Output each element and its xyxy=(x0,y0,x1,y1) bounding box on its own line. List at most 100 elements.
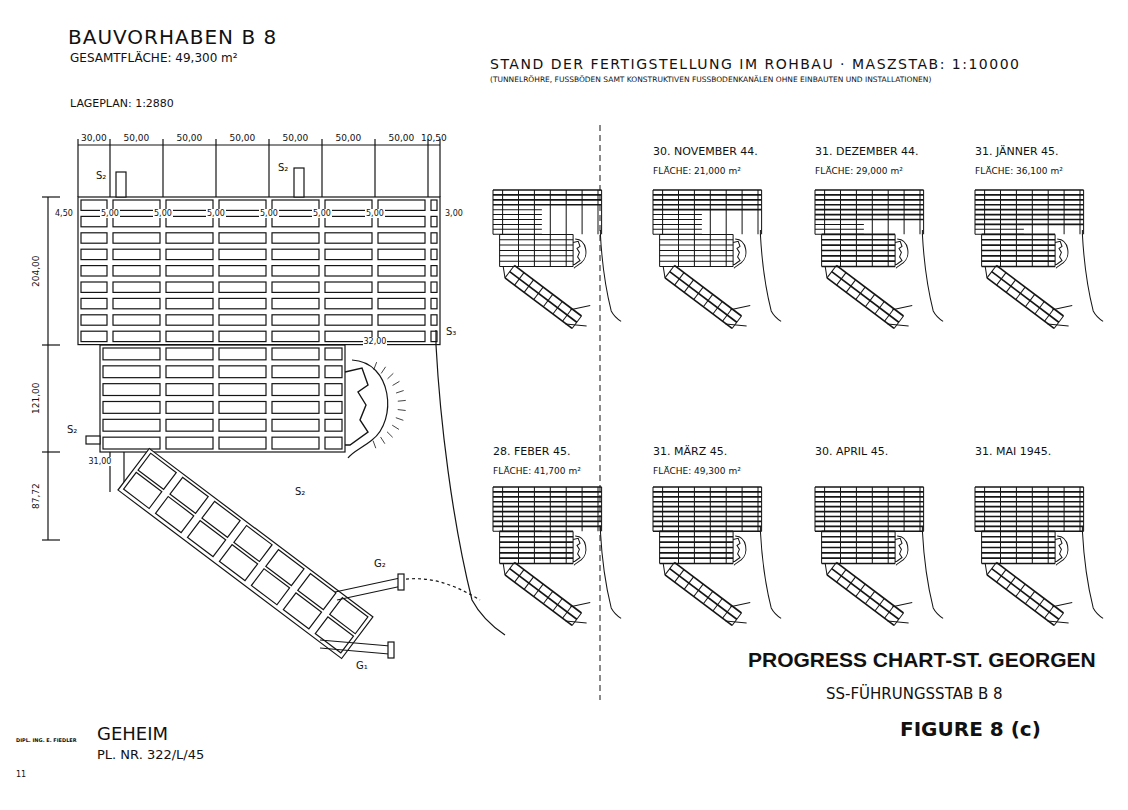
area-label: FLÄCHE: 41,700 m² xyxy=(493,466,581,476)
tunnel-line xyxy=(822,541,896,543)
tunnel-line xyxy=(684,280,693,292)
tunnel-line xyxy=(815,521,924,523)
tunnel-line xyxy=(660,250,734,251)
portal-marker: S₃ xyxy=(446,326,456,338)
rock-pillar xyxy=(166,233,213,243)
tunnel-line xyxy=(888,487,889,531)
tunnel-line xyxy=(904,487,905,531)
tunnel-line xyxy=(514,265,581,316)
tunnel-line xyxy=(510,569,577,620)
tunnel-line xyxy=(503,564,505,575)
dimension-tick xyxy=(42,451,60,452)
tunnel-line xyxy=(703,591,712,603)
tunnel-line xyxy=(815,214,924,216)
tunnel-line xyxy=(888,190,889,234)
tunnel-line xyxy=(660,557,734,559)
tunnel-line xyxy=(815,516,924,518)
tunnel-line xyxy=(582,190,583,234)
tunnel-line xyxy=(518,234,519,266)
tunnel-line xyxy=(1064,190,1065,234)
tunnel-line xyxy=(653,516,762,518)
portal-marker: S₂ xyxy=(67,424,77,436)
tunnel-line xyxy=(888,234,889,266)
date-label: 31. MAI 1945. xyxy=(975,446,1051,459)
tunnel-line xyxy=(892,306,912,310)
tunnel-line xyxy=(499,531,500,563)
cavern-outline xyxy=(895,538,902,561)
rock-pillar xyxy=(166,348,213,360)
tunnel-line xyxy=(492,190,493,234)
tunnel-line xyxy=(992,272,1059,323)
tunnel-line xyxy=(660,552,734,554)
tunnel-line xyxy=(653,189,762,191)
tunnel-line xyxy=(975,506,1084,508)
tunnel-line xyxy=(757,190,758,234)
tunnel-line xyxy=(840,234,841,266)
rock-pillar xyxy=(81,266,107,276)
tunnel-line xyxy=(827,278,894,329)
rock-pillar xyxy=(272,402,319,414)
cavern-outline xyxy=(1055,241,1062,264)
tunnel-line xyxy=(822,536,896,538)
tunnel-line xyxy=(982,541,1056,543)
tunnel-line xyxy=(895,531,896,563)
tunnel-line xyxy=(674,265,741,316)
tunnel-line xyxy=(684,577,693,589)
tunnel-line xyxy=(493,516,602,518)
tunnel-line xyxy=(1000,234,1001,266)
tunnel-line xyxy=(653,501,762,503)
tunnel-line xyxy=(500,261,574,262)
tunnel-line xyxy=(1016,234,1017,266)
dimension-tick xyxy=(215,139,216,197)
rock-pillar xyxy=(272,348,319,360)
tunnel-line xyxy=(653,530,762,532)
dimension-label: 50,00 xyxy=(230,133,256,143)
tunnel-line xyxy=(1035,599,1044,611)
railway-line xyxy=(436,330,505,635)
tunnel-line xyxy=(723,309,732,321)
progress-thumbnail xyxy=(653,190,781,328)
track-dashed xyxy=(400,579,480,600)
dimension-label: 5,00 xyxy=(206,209,226,218)
tunnel-line xyxy=(570,306,590,310)
stamp-text: DIPL. ING. E. FIEDLER xyxy=(16,738,77,744)
tunnel-line xyxy=(601,190,602,234)
tunnel-outline xyxy=(100,345,345,452)
tunnel-line xyxy=(653,526,762,528)
tunnel-line xyxy=(975,521,1084,523)
tunnel-line xyxy=(662,487,663,531)
portal-stub xyxy=(86,436,100,444)
tunnel-wall xyxy=(335,578,400,592)
tunnel-line xyxy=(987,562,996,574)
tunnel-line xyxy=(837,273,846,285)
tunnel-line xyxy=(652,487,653,531)
dimension-label: 10,50 xyxy=(421,133,447,143)
rock-pillar xyxy=(166,282,213,292)
tunnel-line xyxy=(515,570,524,582)
tunnel-line xyxy=(566,190,567,234)
rock-pillar xyxy=(272,233,319,243)
railway-line xyxy=(1082,230,1103,322)
railway-line xyxy=(760,230,781,322)
tunnel-line xyxy=(1000,487,1001,531)
chart-title: PROGRESS CHART-ST. GEORGEN xyxy=(748,648,1096,672)
dimension-label: 50,00 xyxy=(336,133,362,143)
cavern-outline xyxy=(573,241,580,264)
tunnel-line xyxy=(1083,487,1084,531)
tunnel-line xyxy=(815,194,924,196)
tunnel-line xyxy=(822,250,896,252)
tunnel-line xyxy=(975,224,1084,226)
tunnel-line xyxy=(1055,234,1056,266)
rock-pillar xyxy=(219,437,266,449)
tunnel-line xyxy=(827,575,894,626)
progress-thumbnail xyxy=(815,487,943,625)
separator-line xyxy=(600,125,601,700)
rock-pillar xyxy=(272,282,319,292)
tunnel-line xyxy=(543,294,552,306)
tunnel-line xyxy=(505,278,572,329)
tunnel-line xyxy=(659,234,660,266)
tunnel-line xyxy=(601,487,602,531)
tunnel-line xyxy=(846,280,855,292)
tunnel-line xyxy=(710,190,711,234)
rock-pillar xyxy=(325,298,372,308)
